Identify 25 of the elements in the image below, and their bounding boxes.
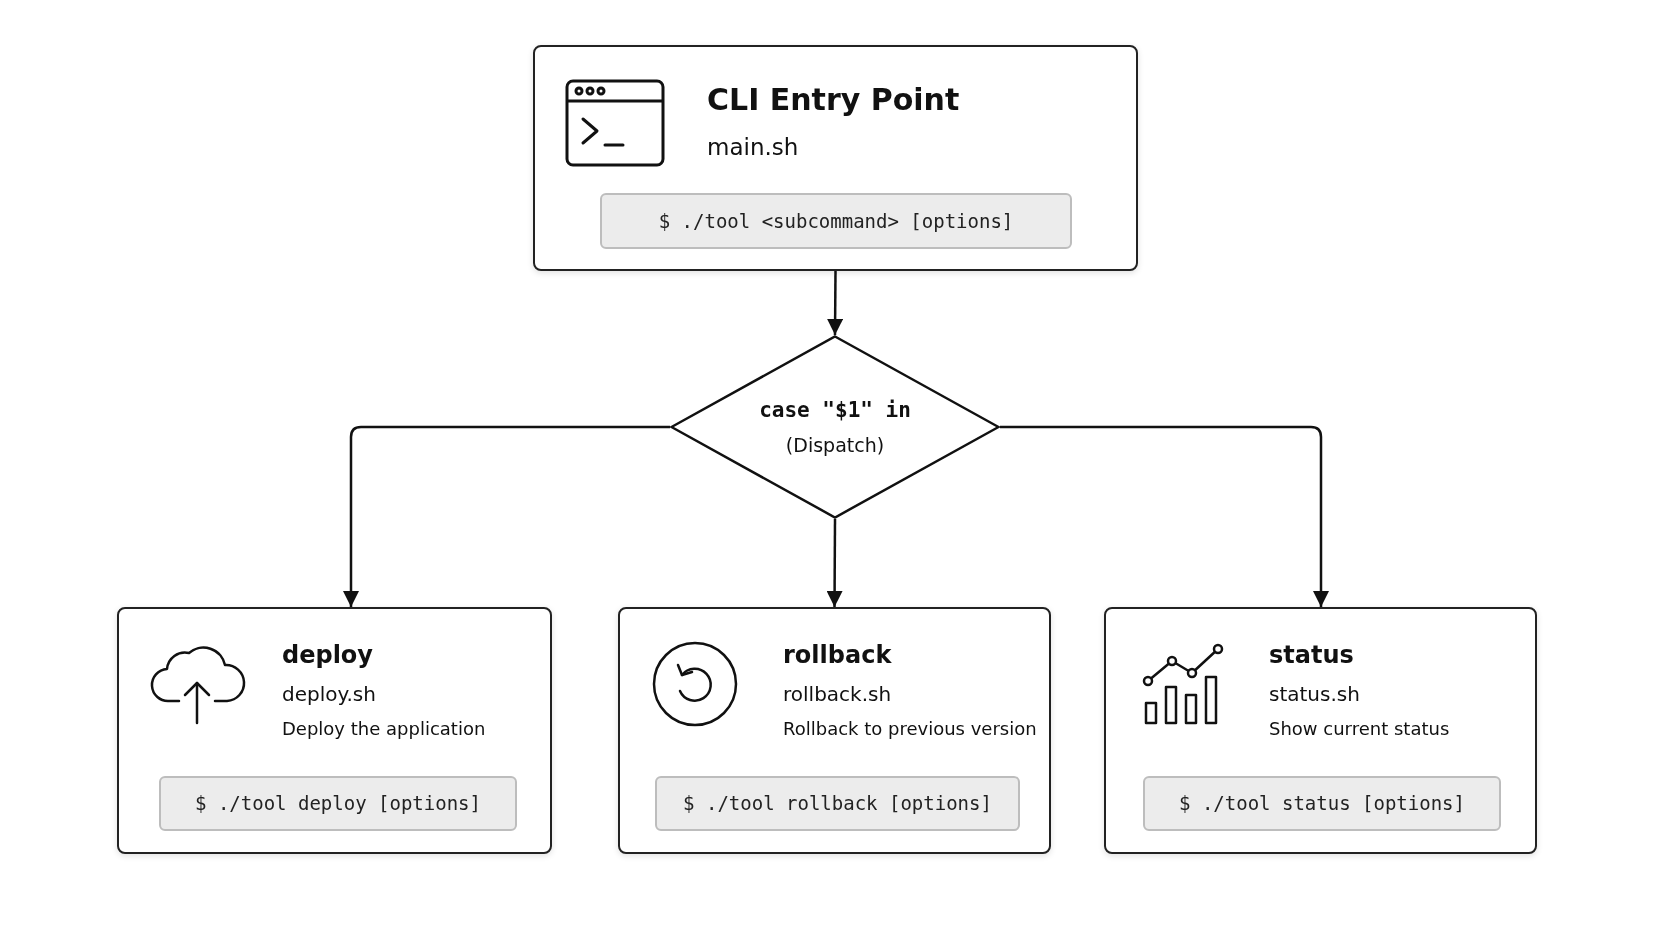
card-box (1104, 607, 1537, 854)
card-box (533, 45, 1138, 271)
decision-subtitle: (Dispatch) (785, 432, 885, 458)
arrow (1000, 425, 1329, 607)
arrow (343, 425, 670, 607)
card-description: Deploy the application (282, 717, 486, 741)
script-filename: main.sh (707, 133, 800, 162)
card-title: deploy (282, 640, 374, 671)
card-title: CLI Entry Point (707, 81, 960, 119)
card-box (117, 607, 552, 854)
card-title: status (1269, 640, 1355, 671)
command-box: $ ./tool deploy [options] (159, 776, 517, 831)
card-title: rollback (783, 640, 893, 671)
script-filename: status.sh (1269, 681, 1361, 708)
card-box (618, 607, 1051, 854)
command-box: $ ./tool <subcommand> [options] (600, 193, 1072, 249)
decision-title: case "$1" in (759, 397, 911, 424)
command-box: $ ./tool rollback [options] (655, 776, 1020, 831)
card-description: Show current status (1269, 717, 1450, 741)
script-filename: rollback.sh (783, 681, 893, 708)
command-box: $ ./tool status [options] (1143, 776, 1501, 831)
card-description: Rollback to previous version (783, 717, 1037, 741)
arrow (826, 519, 843, 607)
script-filename: deploy.sh (282, 681, 377, 708)
arrow (827, 271, 844, 335)
